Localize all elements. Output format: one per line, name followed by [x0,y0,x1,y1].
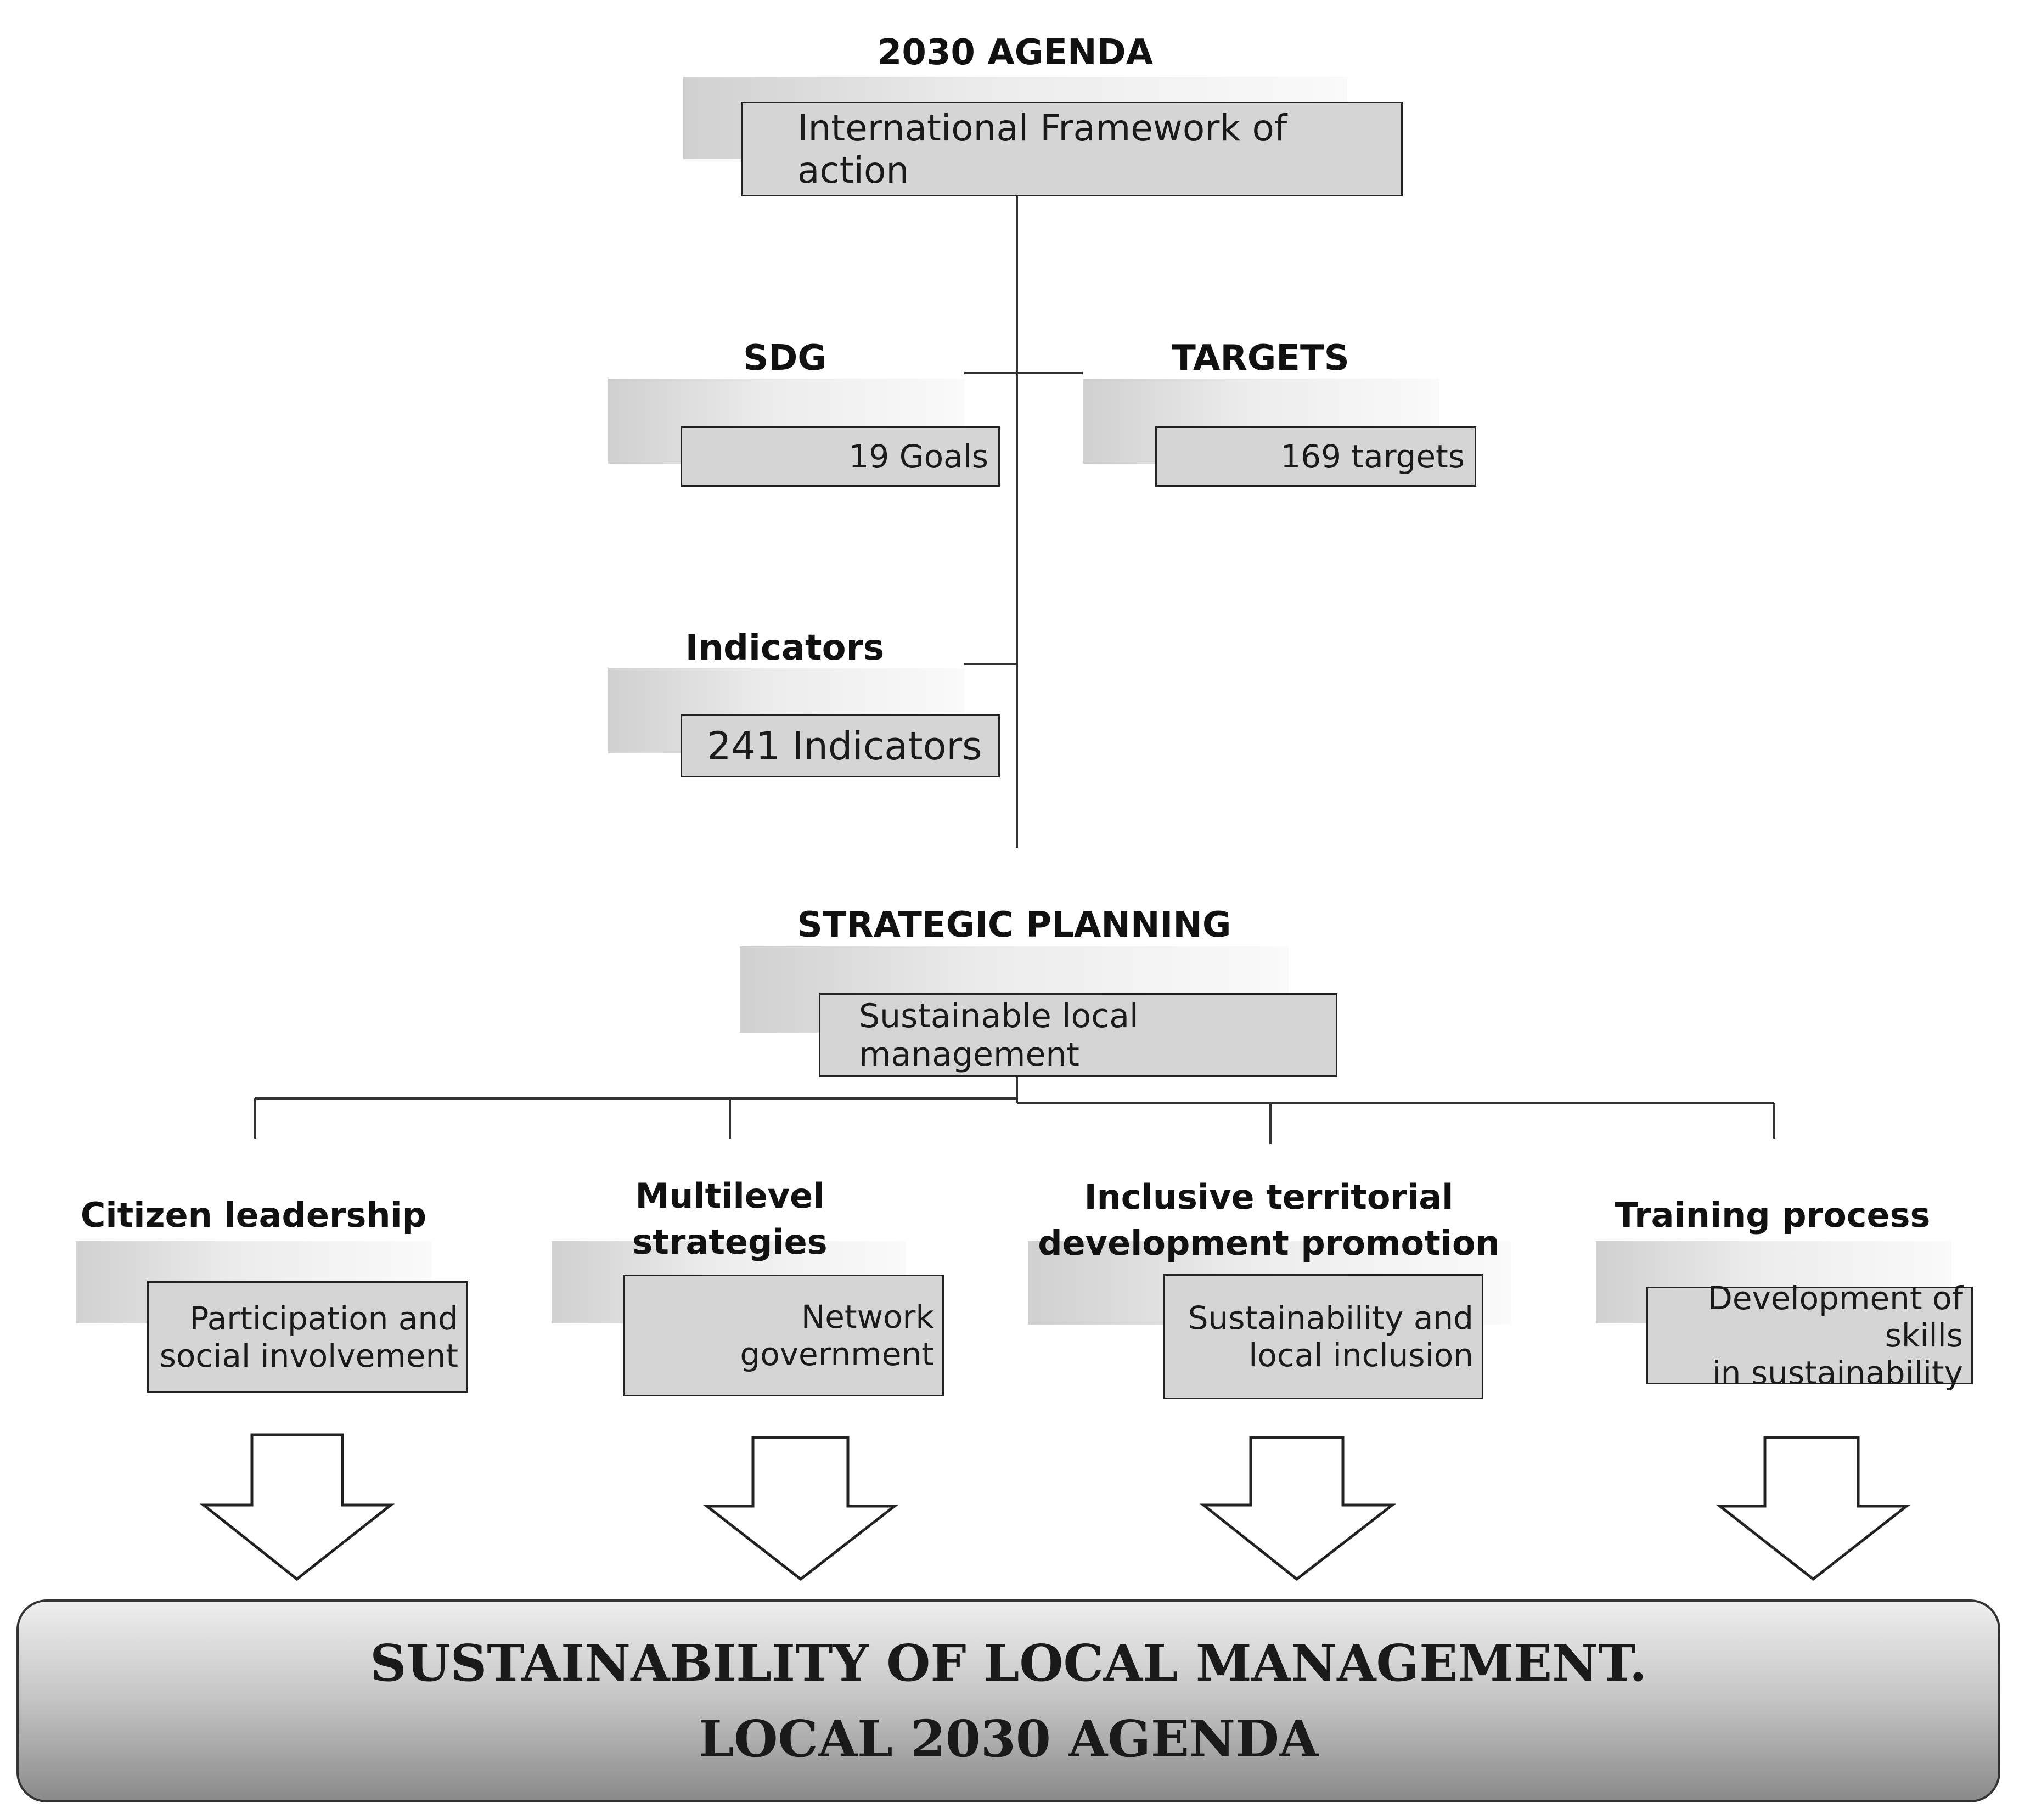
pillar-3-title: Inclusive territorial development promot… [1038,1177,1500,1263]
indicators-box-text: 241 Indicators [707,723,982,769]
strategic-box-text: Sustainable local management [859,996,1139,1074]
pillar-3-box-text: Sustainability and local inclusion [1188,1299,1474,1374]
pillar-2-box-text: Network government [740,1298,934,1373]
agenda-box-text: International Framework of action [797,106,1287,191]
pillar-4-title: Training process [1615,1195,1931,1235]
down-arrow-2 [702,1436,899,1581]
pillar-4-box: Development of skills in sustainability [1646,1280,1973,1391]
down-arrow-3 [1199,1436,1397,1581]
sdg-box: 19 Goals [681,426,1000,487]
agenda-box: International Framework of action [741,102,1403,196]
sdg-title: SDG [743,338,826,379]
agenda-title: 2030 AGENDA [877,32,1154,73]
sdg-box-text: 19 Goals [848,438,988,475]
pillar-4-box-text: Development of skills in sustainability [1708,1280,1963,1391]
pillar-2-box: Network government [623,1275,944,1396]
strategic-box: Sustainable local management [819,993,1337,1077]
pillar-1-title: Citizen leadership [80,1195,427,1235]
targets-box-text: 169 targets [1280,438,1465,475]
targets-title: TARGETS [1172,338,1349,379]
result-banner: SUSTAINABILITY OF LOCAL MANAGEMENT. LOCA… [16,1599,2000,1802]
pillar-3-box: Sustainability and local inclusion [1163,1274,1483,1399]
down-arrow-4 [1716,1436,1911,1581]
result-text: SUSTAINABILITY OF LOCAL MANAGEMENT. LOCA… [370,1633,1647,1768]
targets-box: 169 targets [1155,426,1476,487]
indicators-title: Indicators [685,628,885,668]
indicators-box: 241 Indicators [681,714,1000,777]
strategic-title: STRATEGIC PLANNING [797,905,1231,945]
pillar-2-title: Multilevel strategies [632,1176,828,1262]
down-arrow-1 [199,1433,395,1581]
pillar-1-box: Participation and social involvement [147,1281,468,1393]
pillar-1-box-text: Participation and social involvement [159,1299,458,1374]
